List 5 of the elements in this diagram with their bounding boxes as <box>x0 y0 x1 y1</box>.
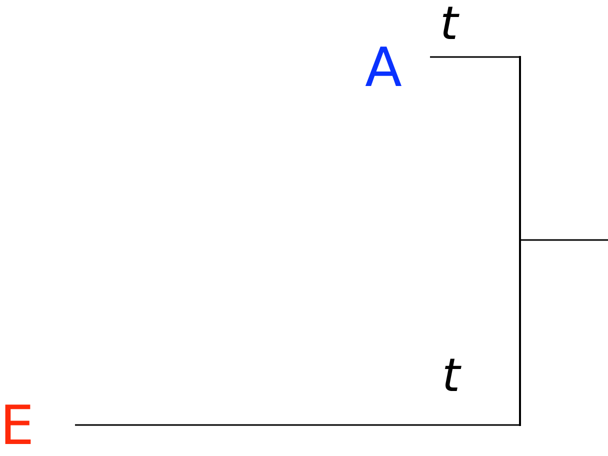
branch-line <box>521 239 608 241</box>
taxon-label: E <box>0 398 34 452</box>
branch-line <box>430 56 519 58</box>
branch-line <box>75 424 519 426</box>
taxon-label: A <box>365 41 402 95</box>
